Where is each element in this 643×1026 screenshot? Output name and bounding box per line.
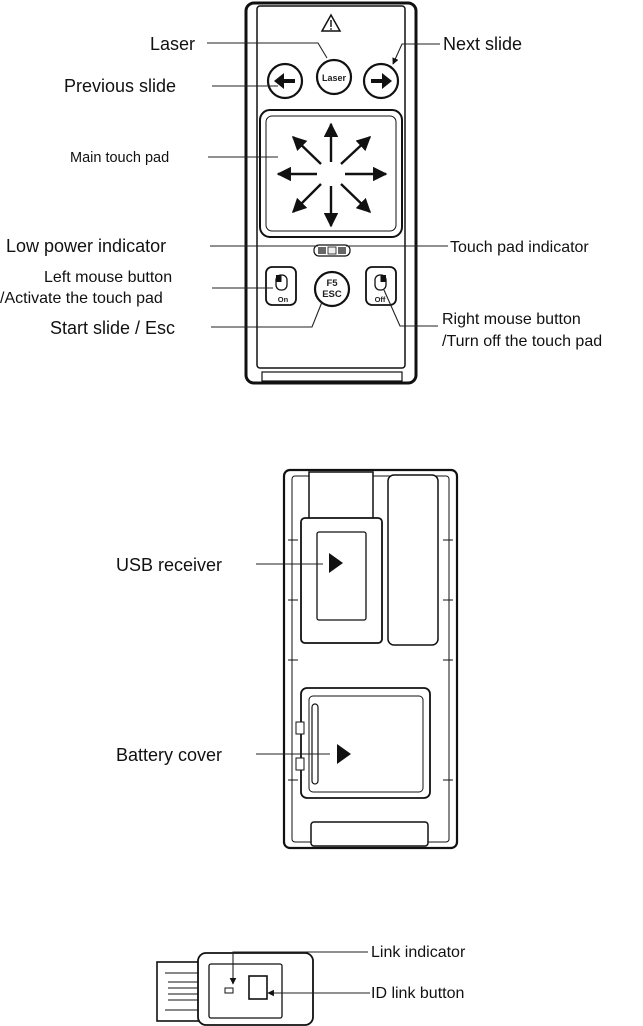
link-indicator-light: [225, 988, 233, 993]
touch-pad-indicator-label: Touch pad indicator: [450, 239, 589, 256]
battery-cover[interactable]: [296, 688, 430, 798]
link-indicator-label: Link indicator: [371, 944, 466, 961]
id-link-button[interactable]: [249, 976, 267, 999]
battery-cover-label: Battery cover: [116, 745, 222, 765]
back-bottom-tab: [311, 822, 428, 846]
main-touch-pad-label: Main touch pad: [70, 150, 169, 166]
laser-label: Laser: [150, 34, 195, 54]
main-touch-pad[interactable]: [260, 110, 402, 237]
right-mouse-label-line2: /Turn off the touch pad: [442, 333, 602, 350]
laser-button-label: Laser: [322, 73, 347, 83]
previous-slide-button[interactable]: [268, 64, 302, 98]
previous-slide-label: Previous slide: [64, 76, 176, 96]
left-mouse-label-line1: Left mouse button: [44, 269, 172, 286]
left-mouse-button[interactable]: On: [266, 267, 296, 305]
start-slide-label: Start slide / Esc: [50, 318, 175, 338]
low-power-indicator-label: Low power indicator: [6, 236, 166, 256]
usb-dongle-view: Link indicator ID link button: [157, 944, 466, 1025]
right-mouse-label-line1: Right mouse button: [442, 311, 581, 328]
usb-receiver-slot[interactable]: [301, 472, 382, 643]
id-link-button-label: ID link button: [371, 985, 464, 1002]
remote-front-view: Laser: [0, 3, 602, 383]
next-slide-button[interactable]: [364, 64, 398, 98]
start-slide-esc-button[interactable]: F5 ESC: [315, 272, 349, 306]
right-mouse-button[interactable]: Off: [366, 267, 396, 305]
remote-back-view: USB receiver Battery cover: [116, 470, 457, 848]
usb-receiver-label: USB receiver: [116, 555, 222, 575]
left-mouse-label-line2: /Activate the touch pad: [0, 290, 163, 307]
f5-label: F5: [326, 278, 338, 289]
esc-label: ESC: [322, 289, 342, 300]
off-label: Off: [375, 295, 386, 304]
indicator-lights: [314, 245, 350, 256]
back-side-compartment: [388, 475, 438, 645]
laser-button[interactable]: Laser: [317, 60, 351, 94]
next-slide-label: Next slide: [443, 34, 522, 54]
on-label: On: [278, 295, 289, 304]
